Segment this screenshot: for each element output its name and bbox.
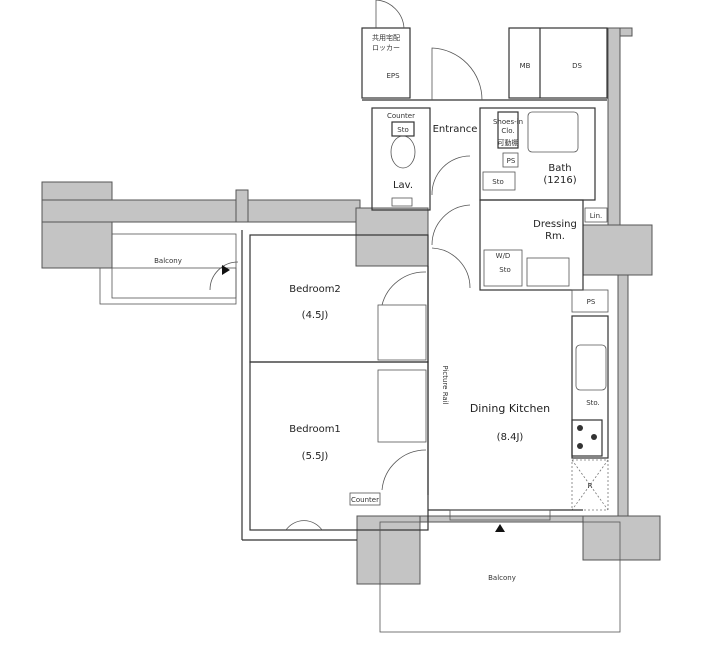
wd-label: W/D bbox=[496, 252, 511, 260]
fridge-label: R bbox=[588, 482, 593, 490]
mb-label: MB bbox=[520, 62, 531, 70]
room-lines bbox=[99, 27, 621, 633]
sto-entrance-label: Sto bbox=[492, 178, 503, 186]
balcony-left-label: Balcony bbox=[154, 257, 182, 265]
entry-arrow-icon bbox=[222, 265, 230, 275]
bath-label: Bath bbox=[548, 163, 571, 174]
balcony-bottom-label: Balcony bbox=[488, 574, 516, 582]
walls bbox=[41, 27, 661, 585]
shoes-closet-label-2: Clo. bbox=[501, 127, 514, 135]
dressing-label-2: Rm. bbox=[545, 231, 565, 242]
shelf-label: 可動棚 bbox=[498, 138, 519, 147]
locker-label-2: ロッカー bbox=[372, 44, 400, 52]
dining-kitchen-size: (8.4J) bbox=[497, 432, 524, 443]
picture-rail-label: Picture Rail bbox=[441, 365, 449, 404]
ds-label: DS bbox=[572, 62, 582, 70]
sto-kitchen-label: Sto. bbox=[586, 399, 600, 407]
eps-label: EPS bbox=[386, 72, 400, 80]
counter-lav-label: Counter bbox=[387, 112, 415, 120]
dining-kitchen-label: Dining Kitchen bbox=[470, 402, 550, 415]
ps-kitchen-label: PS bbox=[587, 298, 596, 306]
locker-label: 共用宅配 bbox=[372, 33, 400, 42]
dressing-label: Dressing bbox=[533, 219, 577, 230]
entrance-label: Entrance bbox=[433, 124, 478, 135]
sto-lav-label: Sto bbox=[397, 126, 408, 134]
bedroom2-size: (4.5J) bbox=[302, 310, 329, 321]
stove-icon bbox=[577, 425, 597, 449]
doors bbox=[209, 0, 483, 531]
bath-size: (1216) bbox=[543, 175, 576, 186]
bedroom2-label: Bedroom2 bbox=[289, 284, 341, 295]
entry-arrow-icon bbox=[495, 524, 505, 532]
lav-label: Lav. bbox=[393, 180, 413, 191]
bedroom1-label: Bedroom1 bbox=[289, 424, 341, 435]
ps-label: PS bbox=[507, 157, 516, 165]
linen-label: Lin. bbox=[590, 212, 603, 220]
shoes-closet-label: Shoes-in bbox=[493, 118, 523, 126]
counter-bedroom-label: Counter bbox=[351, 496, 379, 504]
sto-wd-label: Sto bbox=[499, 266, 510, 274]
bedroom1-size: (5.5J) bbox=[302, 451, 329, 462]
